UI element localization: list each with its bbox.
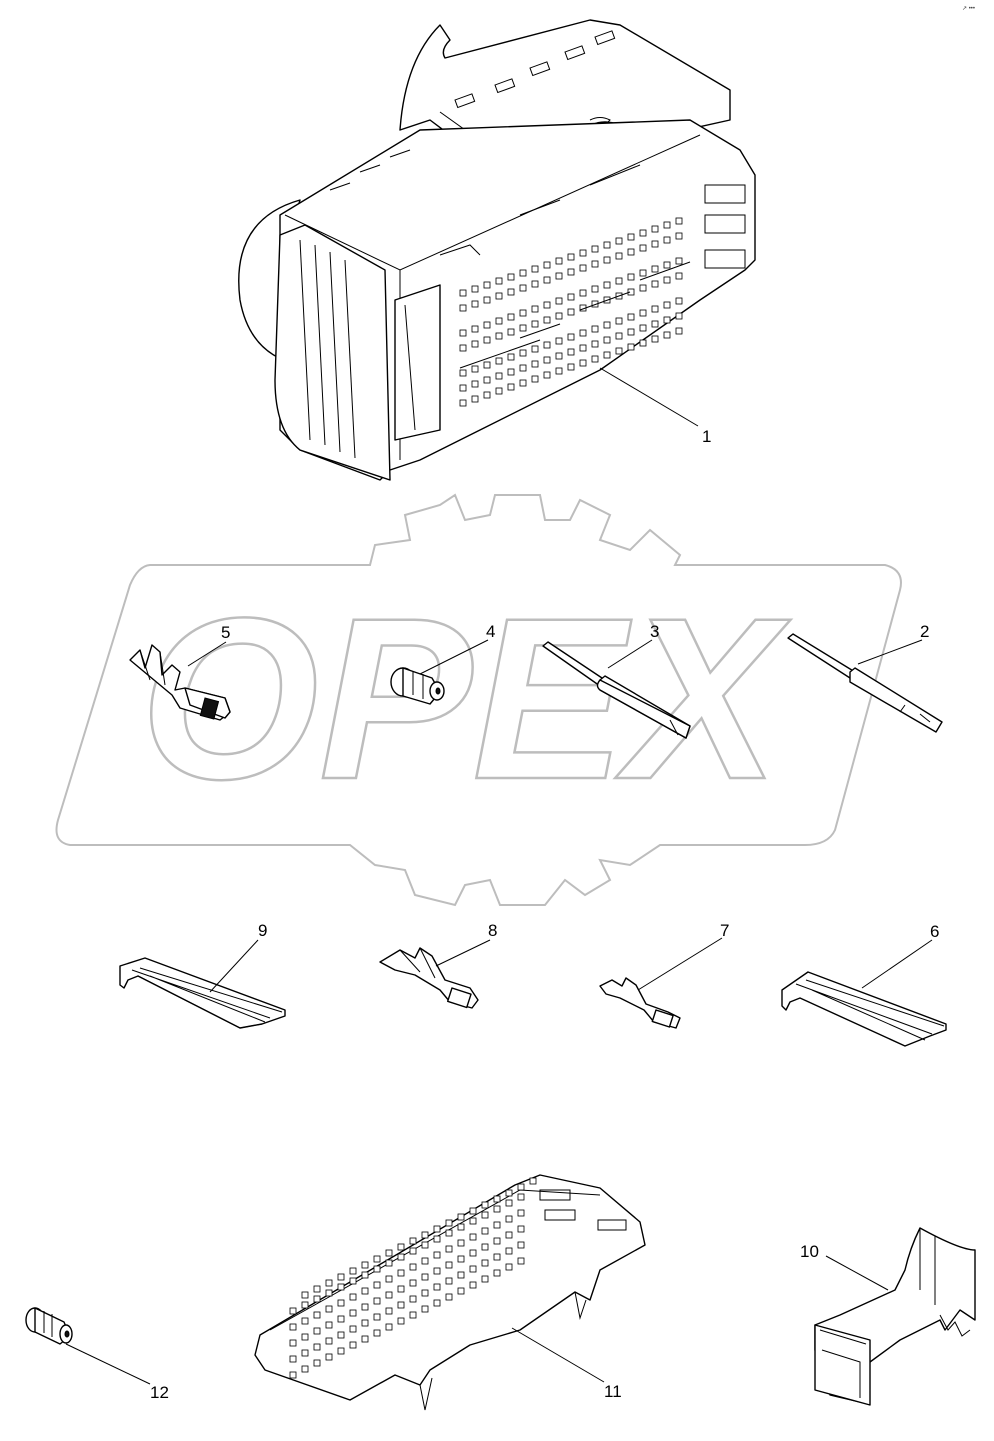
part-4-seal-plug <box>390 667 445 705</box>
part-6-retainer <box>781 971 947 1047</box>
watermark-text: OPEX <box>140 570 791 827</box>
leader-7 <box>637 937 723 991</box>
part-7-crimp-terminal <box>599 977 681 1029</box>
part-3-long-pin <box>542 641 691 739</box>
callout-7: 7 <box>720 921 729 940</box>
leader-5 <box>187 641 227 667</box>
part-1-pin-cavities <box>459 217 683 407</box>
leader-12 <box>65 1343 151 1385</box>
callout-3: 3 <box>650 622 659 641</box>
leader-2 <box>857 639 923 665</box>
callout-11: 11 <box>604 1382 622 1401</box>
leader-9 <box>209 939 259 993</box>
callout-8: 8 <box>488 921 497 940</box>
part-11-pin-plate <box>254 1174 646 1411</box>
leader-3 <box>607 639 653 669</box>
callout-6: 6 <box>930 922 939 941</box>
callout-12: 12 <box>150 1383 169 1402</box>
callout-4: 4 <box>486 622 495 641</box>
callout-5: 5 <box>221 623 230 642</box>
part-1-grip <box>274 224 391 481</box>
leader-4 <box>419 639 489 675</box>
callout-10: 10 <box>800 1242 819 1261</box>
part-9-retainer <box>119 957 286 1029</box>
leader-8 <box>435 939 491 967</box>
part-5-terminal <box>129 644 231 721</box>
leader-10 <box>825 1255 889 1291</box>
part-1-connector-housing <box>238 19 756 481</box>
part-8-crimp-terminal <box>379 947 479 1009</box>
callout-1: 1 <box>702 427 711 446</box>
part-10-lever <box>814 1227 976 1406</box>
leader-11 <box>511 1327 605 1383</box>
part-12-seal <box>25 1307 73 1345</box>
callout-9: 9 <box>258 921 267 940</box>
part-11-cavities <box>289 1177 537 1379</box>
callout-2: 2 <box>920 622 929 641</box>
corner-mark: ↗ ••• <box>962 6 975 12</box>
leader-1 <box>599 367 699 427</box>
part-2-long-pin <box>787 633 943 733</box>
watermark-gear-outline <box>55 493 902 907</box>
watermark-logo: OPEX <box>55 493 902 907</box>
leader-6 <box>861 939 933 989</box>
